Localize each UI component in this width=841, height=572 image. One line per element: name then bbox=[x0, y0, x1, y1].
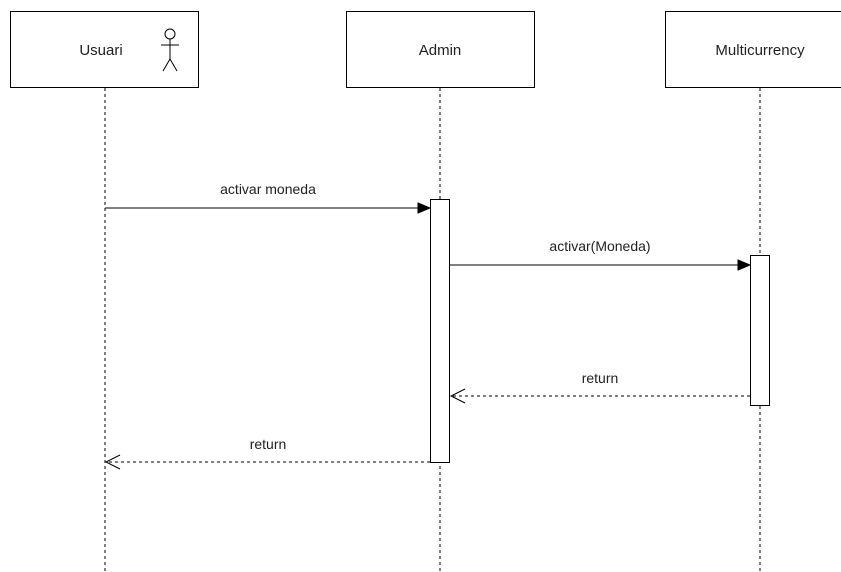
message-activar-moneda-call[interactable]: activar(Moneda) bbox=[450, 238, 752, 271]
participant-admin-box bbox=[346, 11, 535, 88]
actor-icon bbox=[161, 28, 179, 72]
participant-multicurrency-box bbox=[665, 11, 841, 88]
message-label: return bbox=[582, 370, 619, 386]
participant-usuari-box bbox=[10, 11, 199, 88]
message-return-admin[interactable]: return bbox=[104, 436, 430, 470]
arrow-open-icon bbox=[104, 454, 121, 470]
participant-multicurrency[interactable]: Multicurrency bbox=[665, 11, 841, 88]
participant-usuari[interactable]: Usuari bbox=[10, 11, 199, 88]
arrow-filled-icon bbox=[417, 202, 432, 214]
participant-admin-label: Admin bbox=[419, 42, 462, 59]
participant-usuari-label: Usuari bbox=[79, 42, 122, 59]
participant-multicurrency-label: Multicurrency bbox=[715, 42, 805, 59]
activation-multicurrency bbox=[750, 255, 770, 406]
participant-admin[interactable]: Admin bbox=[346, 11, 535, 88]
arrow-open-icon bbox=[449, 388, 466, 404]
message-activar-moneda[interactable]: activar moneda bbox=[105, 181, 432, 214]
message-return-multicurrency[interactable]: return bbox=[449, 370, 750, 404]
arrow-filled-icon bbox=[737, 259, 752, 271]
message-label: activar moneda bbox=[220, 181, 316, 197]
message-label: activar(Moneda) bbox=[549, 238, 650, 254]
activation-admin bbox=[430, 199, 450, 463]
message-label: return bbox=[250, 436, 287, 452]
